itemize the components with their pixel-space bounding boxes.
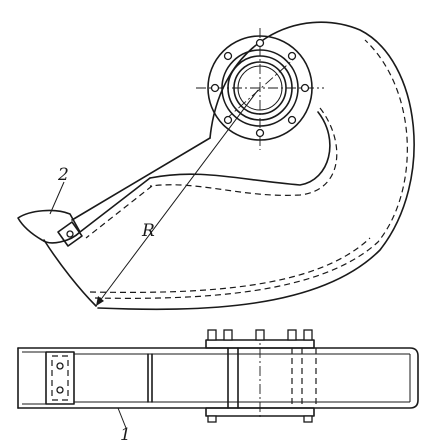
arm-lower-edge bbox=[79, 177, 151, 233]
flange-bolt-hole bbox=[287, 51, 297, 61]
spiral-inner-contour bbox=[149, 111, 331, 186]
tip-callout-label: 2 bbox=[57, 165, 69, 185]
spiral-hidden-line-bottom-2 bbox=[89, 237, 371, 293]
radius-label: R bbox=[141, 221, 155, 241]
bolt-nut bbox=[303, 415, 313, 423]
tip-leader-line bbox=[49, 181, 65, 215]
flange-bolt-hole bbox=[223, 115, 233, 125]
flange-bolt-hole bbox=[255, 128, 265, 138]
tip-mount bbox=[57, 221, 83, 247]
bar-outline bbox=[17, 347, 419, 409]
flange-bolt-hole bbox=[210, 83, 220, 93]
arm-lower-dash bbox=[85, 185, 153, 239]
tip-block-bolt bbox=[56, 386, 64, 394]
bar-callout-label: 1 bbox=[120, 425, 131, 445]
flange-bolt-hole bbox=[255, 38, 265, 48]
flange-bolt-hole bbox=[223, 51, 233, 61]
radius-dimension-line bbox=[95, 89, 259, 307]
bolt-head bbox=[287, 329, 297, 341]
spiral-hidden-line-outer bbox=[149, 107, 338, 196]
bolt-head bbox=[255, 329, 265, 341]
plan-view: R 2 bbox=[17, 21, 415, 311]
hub-centerline-diagonal bbox=[224, 57, 296, 121]
bottom-bolts bbox=[207, 415, 313, 423]
tip-block bbox=[45, 351, 75, 405]
bolt-head bbox=[223, 329, 233, 341]
spiral-hidden-line-bottom bbox=[94, 39, 408, 299]
cutting-tip bbox=[17, 209, 81, 244]
bolt-head bbox=[303, 329, 313, 341]
bolt-head bbox=[207, 329, 217, 341]
tip-block-bolt bbox=[56, 362, 64, 370]
bar-leader-line bbox=[117, 407, 127, 429]
side-view: 1 bbox=[17, 329, 419, 445]
tip-sweep-edge bbox=[43, 239, 97, 307]
top-bolts bbox=[207, 329, 313, 341]
tip-bolt bbox=[66, 230, 74, 238]
arm-upper-edge bbox=[71, 137, 211, 221]
flange-bolt-hole bbox=[287, 115, 297, 125]
bolt-nut bbox=[207, 415, 217, 423]
spiral-outer-contour bbox=[97, 21, 415, 311]
flange-bolt-hole bbox=[300, 83, 310, 93]
radius-arrowhead bbox=[96, 296, 104, 306]
